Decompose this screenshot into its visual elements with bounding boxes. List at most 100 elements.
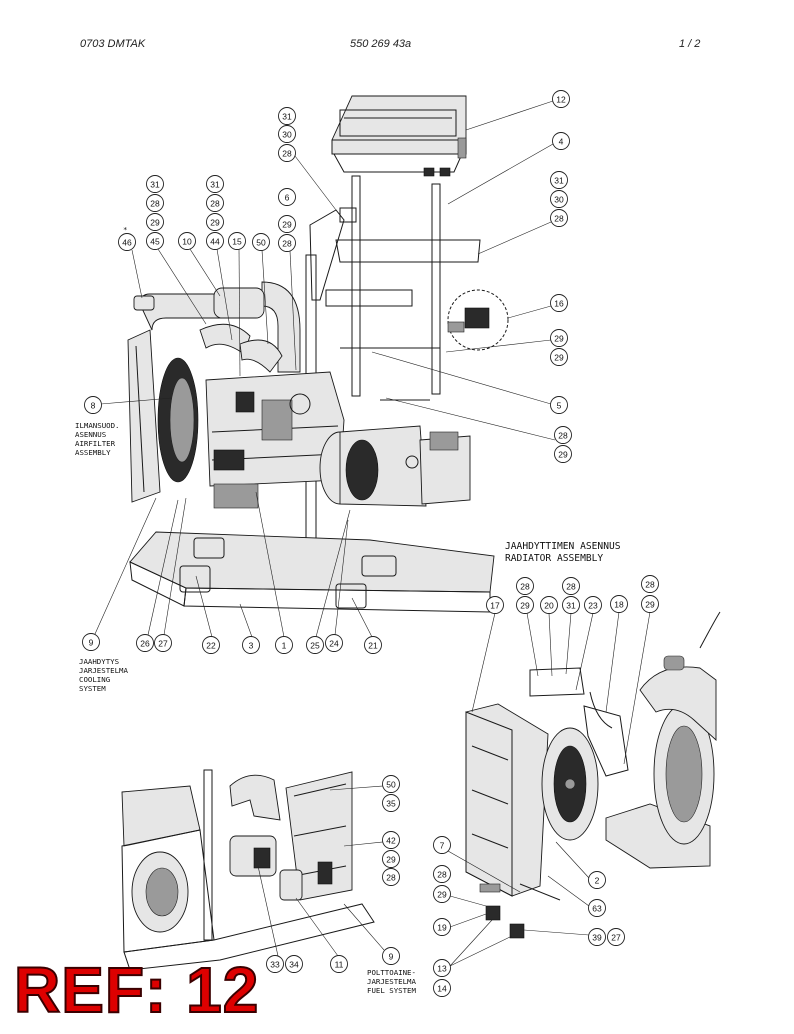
callout-c44: 29 [516,596,534,614]
svg-text:POLTTOAINE-: POLTTOAINE- [367,968,416,977]
callout-number: 22 [206,641,216,651]
callout-c23: 50 [252,233,270,251]
callout-number: 17 [490,601,500,611]
callout-number: 39 [592,933,602,943]
callout-c8: 28 [550,209,568,227]
callout-number: 16 [554,299,564,309]
callout-number: 35 [386,799,396,809]
callout-number: 20 [544,601,554,611]
svg-text:ILMANSUOD.: ILMANSUOD. [75,421,120,430]
svg-text:JARJESTELMA: JARJESTELMA [367,977,416,986]
callout-number: 30 [554,195,564,205]
callout-c42: 28 [641,575,659,593]
callout-number: 29 [437,890,447,900]
callout-number: 21 [368,641,378,651]
callout-c9: 31 [146,175,164,193]
label-radiator-assembly: JAAHDYTTIMEN ASENNUS RADIATOR ASSEMBLY [505,541,621,564]
callout-c41: 28 [562,577,580,595]
svg-text:ASENNUS: ASENNUS [75,430,106,439]
callout-number: 29 [554,334,564,344]
svg-text:JAAHDYTYS: JAAHDYTYS [79,657,119,666]
callout-number: 29 [210,218,220,228]
header-part-number: 550 269 43a [350,38,412,50]
callout-c11: 29 [146,213,164,231]
callout-c31: 9 [82,633,100,651]
engine-assembly [127,281,495,613]
callout-number: 9 [389,952,394,962]
callout-number: 46 [122,238,132,248]
callout-c60: 19 [433,918,451,936]
callout-number: 27 [158,639,168,649]
callout-c47: 23 [584,596,602,614]
callout-number: 42 [386,836,396,846]
callout-number: 25 [310,641,320,651]
callout-c57: 28 [433,865,451,883]
callout-number: 28 [558,431,568,441]
callout-c50: 50 [382,775,400,793]
callout-c45: 20 [540,596,558,614]
radiator-assembly [465,611,721,939]
callout-c65: 34 [285,955,303,973]
callout-number: 45 [150,237,160,247]
callout-c30: 29 [554,445,572,463]
callout-number: 6 [285,193,290,203]
callout-number: 29 [554,353,564,363]
callout-c56: 2 [588,871,606,889]
svg-text:RADIATOR ASSEMBLY: RADIATOR ASSEMBLY [505,553,603,564]
label-asterisk: * [123,225,127,234]
callout-number: 2 [595,876,600,886]
callout-number: 50 [256,238,266,248]
callout-c6: 31 [550,171,568,189]
callout-number: 33 [270,960,280,970]
callout-c28: 5 [550,396,568,414]
callout-number: 31 [210,180,220,190]
callout-number: 12 [556,95,566,105]
callout-number: 15 [232,237,242,247]
callout-c14: 28 [206,194,224,212]
callout-number: 28 [150,199,160,209]
callout-c62: 27 [607,928,625,946]
callout-c5: 28 [278,144,296,162]
callout-c43: 17 [486,596,504,614]
callout-c10: 28 [146,194,164,212]
callout-number: 31 [282,112,292,122]
callout-c46: 31 [562,596,580,614]
callout-c32: 26 [136,634,154,652]
reference-stamp: REF: 12 [13,954,260,1026]
callout-number: 28 [645,580,655,590]
callout-c7: 30 [550,190,568,208]
callout-c29: 28 [554,426,572,444]
callout-number: 26 [140,639,150,649]
callout-number: 28 [282,149,292,159]
leader-lines [94,100,651,967]
callout-number: 8 [91,401,96,411]
callout-number: 3 [249,641,254,651]
callout-c63: 9 [382,947,400,965]
callout-c18: 29 [278,215,296,233]
callout-c20: 46 [118,233,136,251]
svg-text:AIRFILTER: AIRFILTER [75,439,116,448]
callout-c21: 10 [178,232,196,250]
svg-text:ASSEMBLY: ASSEMBLY [75,448,111,457]
callout-number: 50 [386,780,396,790]
svg-text:FUEL SYSTEM: FUEL SYSTEM [367,986,416,995]
support-frame [305,175,509,576]
callout-c26: 29 [550,348,568,366]
callout-number: 5 [557,401,562,411]
callout-number: 24 [329,639,339,649]
callout-c36: 1 [275,636,293,654]
callout-number: 28 [282,239,292,249]
callout-number: 10 [182,237,192,247]
callout-c67: 13 [433,959,451,977]
callout-c4: 30 [278,125,296,143]
callout-c34: 22 [202,636,220,654]
callout-number: 28 [437,870,447,880]
callout-number: 28 [566,582,576,592]
svg-text:JAAHDYTTIMEN ASENNUS: JAAHDYTTIMEN ASENNUS [505,541,621,552]
callout-c52: 42 [382,831,400,849]
callout-c55: 7 [433,836,451,854]
callout-c54: 28 [382,868,400,886]
callout-c38: 24 [325,634,343,652]
